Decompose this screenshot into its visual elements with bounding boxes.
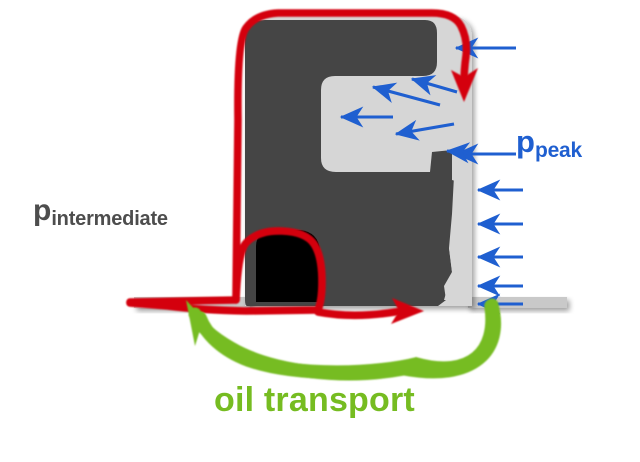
pressure-arrow-groove-1 [371, 82, 441, 107]
label-p-intermediate-base: p [33, 194, 52, 227]
groove-lower-notch [444, 248, 472, 300]
pressure-arrow-groove-5 [445, 142, 473, 164]
red-path-cavity-loop [126, 227, 326, 315]
oil-transport-arc [186, 298, 502, 381]
pressure-arrow-groove-4 [394, 119, 455, 141]
oil-arc-body [188, 298, 502, 381]
pressure-path-red [126, 9, 471, 320]
label-p-peak-base: p [516, 124, 535, 159]
red-arrowhead-right [391, 298, 424, 324]
red-arrowhead-down [451, 68, 478, 102]
label-oil-transport: oil transport [214, 381, 415, 419]
label-p-intermediate: pintermediate [33, 194, 168, 230]
label-p-peak: ppeak [516, 124, 582, 161]
red-path-bottom-run [314, 307, 406, 320]
label-p-intermediate-subscript: intermediate [51, 208, 168, 230]
label-p-peak-subscript: peak [534, 139, 583, 162]
pressure-arrow-groove-2 [410, 75, 458, 96]
red-path-main [126, 9, 471, 306]
cavity-black [256, 230, 322, 302]
ring-assembly [245, 16, 472, 306]
oil-arrowhead [186, 300, 214, 346]
pressure-arrows-groove [339, 75, 473, 164]
